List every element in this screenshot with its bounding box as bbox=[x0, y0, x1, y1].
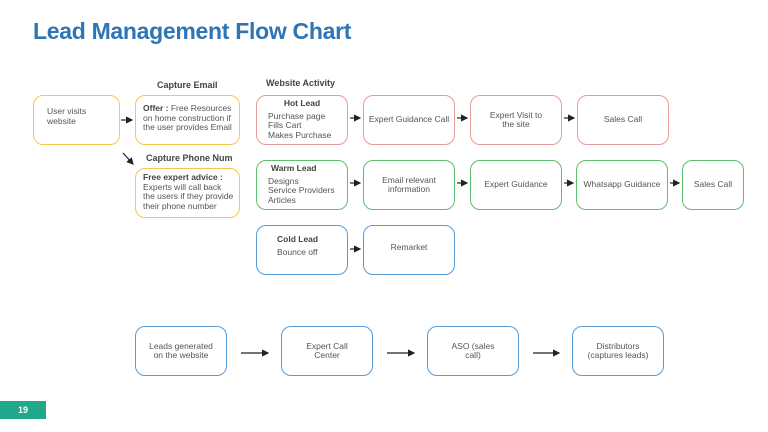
page-title: Lead Management Flow Chart bbox=[33, 18, 352, 44]
cold-step-1-text: Remarket bbox=[390, 242, 428, 252]
user-visits-box: User visits website bbox=[33, 95, 120, 145]
hot-lead-head: Hot Lead bbox=[283, 98, 321, 108]
warm-lead-box: Warm Lead Designs Service Providers Arti… bbox=[256, 160, 348, 210]
offer-box: Offer : Free Resources on home construct… bbox=[135, 95, 240, 145]
bottom-step-1: Leads generated on the website bbox=[135, 326, 227, 376]
bottom-step-4-text: Distributors (captures leads) bbox=[587, 340, 649, 360]
hot-step-3: Sales Call bbox=[577, 95, 669, 145]
label-capture-phone: Capture Phone Num bbox=[146, 153, 233, 163]
warm-lead-head: Warm Lead bbox=[271, 163, 317, 173]
bottom-step-1-text: Leads generated on the website bbox=[149, 340, 213, 360]
bottom-step-4: Distributors (captures leads) bbox=[572, 326, 664, 376]
hot-step-3-text: Sales Call bbox=[603, 114, 643, 125]
cold-lead-body: Bounce off bbox=[277, 246, 318, 257]
bottom-step-2-text: Expert Call Center bbox=[306, 340, 348, 360]
free-advice-head: Free expert advice : bbox=[143, 172, 223, 182]
free-advice-body: Experts will call back the users if they… bbox=[143, 181, 234, 211]
hot-step-2: Expert Visit to the site bbox=[470, 95, 562, 145]
warm-step-4-text: Sales Call bbox=[693, 179, 733, 190]
page-number: 19 bbox=[17, 405, 28, 415]
hot-step-1-text: Expert Guidance Call bbox=[368, 114, 450, 125]
warm-step-3-text: Whatsapp Guidance bbox=[583, 179, 661, 190]
label-website-activity: Website Activity bbox=[266, 78, 336, 88]
bottom-step-3: ASO (sales call) bbox=[427, 326, 519, 376]
warm-lead-body: Designs Service Providers Articles bbox=[268, 175, 335, 205]
hot-lead-box: Hot Lead Purchase page Fills Cart Makes … bbox=[256, 95, 348, 145]
hot-step-1: Expert Guidance Call bbox=[363, 95, 455, 145]
warm-step-1: Email relevant information bbox=[363, 160, 455, 210]
user-visits-text: User visits website bbox=[47, 106, 87, 126]
page-number-badge: 19 bbox=[0, 401, 46, 419]
warm-step-2-text: Expert Guidance bbox=[484, 179, 548, 190]
bottom-step-3-text: ASO (sales call) bbox=[451, 340, 495, 360]
warm-step-3: Whatsapp Guidance bbox=[576, 160, 668, 210]
cold-step-1: Remarket bbox=[363, 225, 455, 275]
hot-step-2-text: Expert Visit to the site bbox=[489, 109, 543, 129]
bottom-step-2: Expert Call Center bbox=[281, 326, 373, 376]
cold-lead-head: Cold Lead bbox=[277, 234, 319, 244]
free-advice-box: Free expert advice : Experts will call b… bbox=[135, 168, 240, 218]
warm-step-4: Sales Call bbox=[682, 160, 744, 210]
cold-lead-box: Cold Lead Bounce off bbox=[256, 225, 348, 275]
warm-step-1-text: Email relevant information bbox=[382, 174, 436, 194]
offer-body: Free Resources on home construction if t… bbox=[143, 103, 232, 132]
warm-step-2: Expert Guidance bbox=[470, 160, 562, 210]
offer-head: Offer : bbox=[143, 103, 169, 113]
hot-lead-body: Purchase page Fills Cart Makes Purchase bbox=[268, 110, 332, 140]
label-capture-email: Capture Email bbox=[157, 80, 218, 90]
arrow-user-phone bbox=[122, 152, 134, 165]
